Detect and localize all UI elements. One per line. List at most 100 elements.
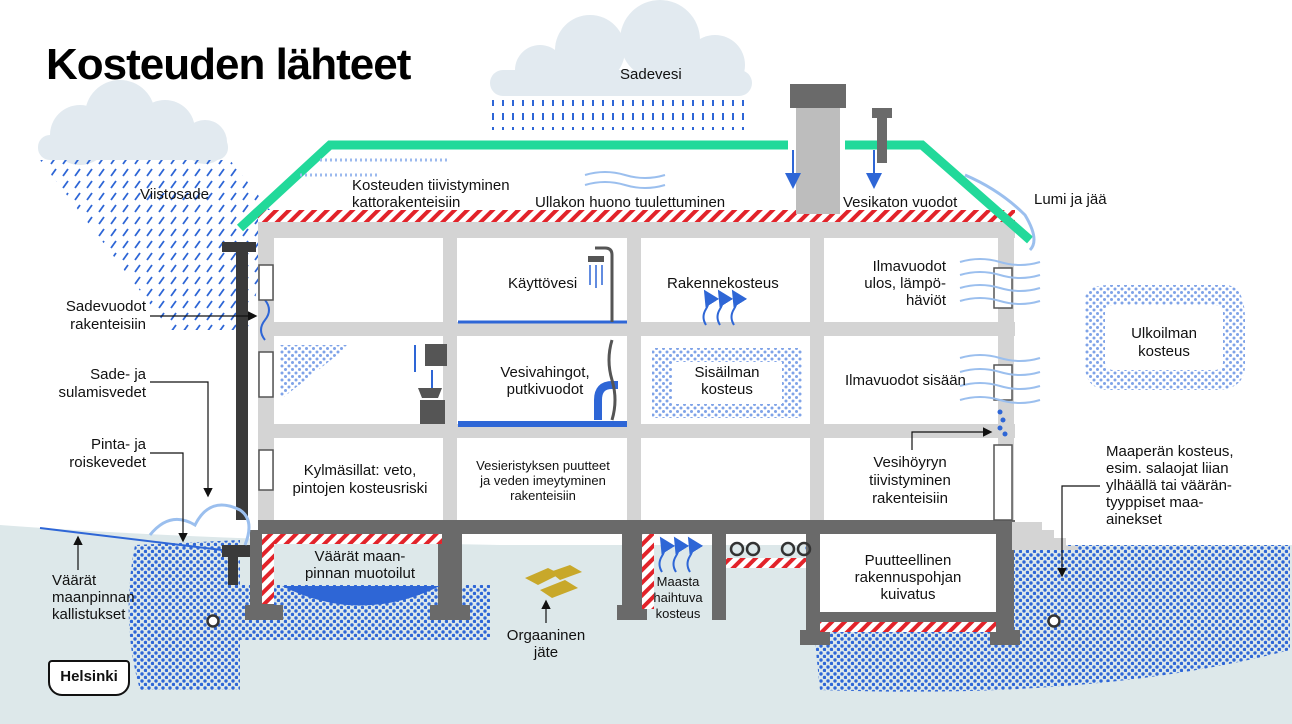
label-sisailman-1: Sisäilman	[694, 364, 760, 381]
sink-base	[420, 400, 445, 424]
label-kuivatus-1: Puutteellinen	[864, 552, 952, 569]
label-vesivahingot-1: Vesivahingot,	[500, 364, 590, 381]
label-kallistukset-3: kallistukset	[52, 606, 126, 623]
air-in-flow	[959, 354, 1041, 404]
shower	[595, 246, 614, 322]
label-roiskevedet-2: roiskevedet	[69, 454, 146, 471]
hatch-bottom	[820, 622, 996, 632]
water-pool	[282, 586, 440, 606]
label-maasta-1: Maasta	[656, 574, 700, 589]
label-katto-2: kattorakenteisiin	[352, 194, 461, 211]
label-maasta-2: haihtuva	[653, 590, 703, 605]
label-katto-1: Kosteuden tiivistyminen	[352, 177, 510, 194]
label-vesihoyry-2: tiivistyminen	[869, 472, 951, 489]
label-vesihoyry-1: Vesihöyryn	[873, 454, 947, 471]
attic-wind	[584, 171, 666, 189]
label-lumi: Lumi ja jää	[1034, 191, 1107, 208]
vent-pipe-cap	[872, 108, 892, 118]
label-vesieristys-1: Vesieristyksen puutteet	[476, 458, 610, 473]
label-ilmavuodot-sisaan: Ilmavuodot sisään	[845, 372, 966, 389]
label-maapera-5: ainekset	[1106, 511, 1162, 528]
sink-box	[425, 344, 447, 366]
roof-condensation	[300, 158, 450, 177]
windows	[258, 264, 1013, 521]
rain	[490, 100, 752, 130]
vapour-dots	[997, 409, 1008, 437]
downpipe-head	[222, 242, 256, 252]
label-maapera-2: esim. salaojat liian	[1106, 460, 1229, 477]
wet-soil-center	[240, 585, 490, 640]
label-roiskevedet-1: Pinta- ja	[90, 436, 146, 453]
label-sisailman-2: kosteus	[701, 381, 753, 398]
hatch-crawl1	[274, 534, 442, 544]
shower-spray	[589, 265, 603, 288]
label-viistosade: Viistosade	[140, 186, 209, 203]
label-maapera-3: ylhäällä tai väärän-	[1106, 477, 1232, 494]
label-kallistukset-1: Väärät	[52, 572, 97, 589]
roof-line	[236, 140, 1033, 244]
damp-corner	[280, 345, 350, 400]
label-sulamisvedet-2: sulamisvedet	[58, 384, 146, 401]
label-sadevuodot-2: rakenteisiin	[70, 316, 146, 333]
slanted-rain	[40, 160, 270, 330]
vent-pipe	[877, 115, 887, 163]
cloud-left	[38, 80, 228, 165]
label-ullakko: Ullakon huono tuulettuminen	[535, 194, 726, 211]
hatch-crawl3	[726, 558, 806, 568]
outdoor-humidity-hole	[1105, 305, 1223, 370]
label-maapera-1: Maaperän kosteus,	[1106, 443, 1234, 460]
label-vesieristys-3: rakenteisiin	[510, 488, 576, 503]
air-out-flow	[959, 258, 1041, 305]
pipe-vertical	[607, 339, 617, 421]
ground-evaporation-arrows	[658, 536, 704, 573]
hatch-crawl2	[642, 534, 654, 609]
label-muotoilut-2: pinnan muotoilut	[304, 565, 416, 582]
sink-basin	[418, 388, 442, 398]
steps	[1012, 522, 1078, 550]
label-sadevuodot-1: Sadevuodot	[65, 298, 146, 315]
drain-pipes	[206, 614, 1061, 628]
shower-head	[588, 256, 604, 262]
label-ilmavuodot-ulos-3: häviöt	[905, 292, 946, 309]
page-title: Kosteuden lähteet	[46, 40, 411, 89]
label-vesihoyry-3: rakenteisiin	[872, 490, 948, 507]
downpipe	[232, 245, 248, 520]
hatch-left	[262, 534, 274, 604]
label-vesivahingot-2: putkivuodot	[506, 381, 584, 398]
label-sadevesi: Sadevesi	[620, 66, 682, 83]
label-kayttovesi: Käyttövesi	[508, 275, 578, 292]
leader-lines	[73, 311, 1100, 623]
label-ulkoilman-1: Ulkoilman	[1131, 325, 1197, 342]
downpipe-outlet	[222, 545, 250, 557]
splash	[148, 503, 251, 546]
chimney-cap	[790, 84, 846, 108]
wall-leak	[260, 299, 270, 341]
label-orgaaninen-2: jäte	[533, 644, 559, 661]
label-muotoilut-1: Väärät maan-	[314, 548, 406, 565]
helsinki-logo: Helsinki	[48, 660, 130, 696]
label-vesieristys-2: ja veden imeytyminen	[480, 473, 606, 488]
label-vesikatto: Vesikaton vuodot	[843, 194, 958, 211]
label-kuivatus-2: rakennuspohjan	[854, 569, 962, 586]
organic-waste	[525, 565, 582, 598]
label-kuivatus-3: kuivatus	[880, 586, 936, 603]
label-ilmavuodot-ulos-1: Ilmavuodot	[872, 258, 946, 275]
label-maapera-4: tyyppiset maa-	[1106, 494, 1204, 511]
label-maasta-3: kosteus	[655, 606, 701, 621]
label-ulkoilman-2: kosteus	[1138, 343, 1190, 360]
ice	[964, 173, 1036, 252]
label-orgaaninen-1: Orgaaninen	[506, 627, 586, 644]
label-sulamisvedet-1: Sade- ja	[90, 366, 146, 383]
label-rakennekosteus: Rakennekosteus	[667, 275, 779, 292]
slope-line	[39, 527, 223, 551]
cloud-rain-top	[490, 0, 752, 96]
struct-moisture-arrows	[702, 289, 748, 326]
label-kylmasillat-1: Kylmäsillat: veto,	[303, 462, 417, 479]
label-kallistukset-2: maanpinnan	[52, 589, 135, 606]
indoor-humidity-hole	[672, 362, 782, 404]
wet-soil-left	[128, 540, 240, 690]
radiators	[729, 541, 812, 557]
label-kylmasillat-2: pintojen kosteusriski	[292, 480, 428, 497]
crawlspace-white	[820, 534, 996, 612]
